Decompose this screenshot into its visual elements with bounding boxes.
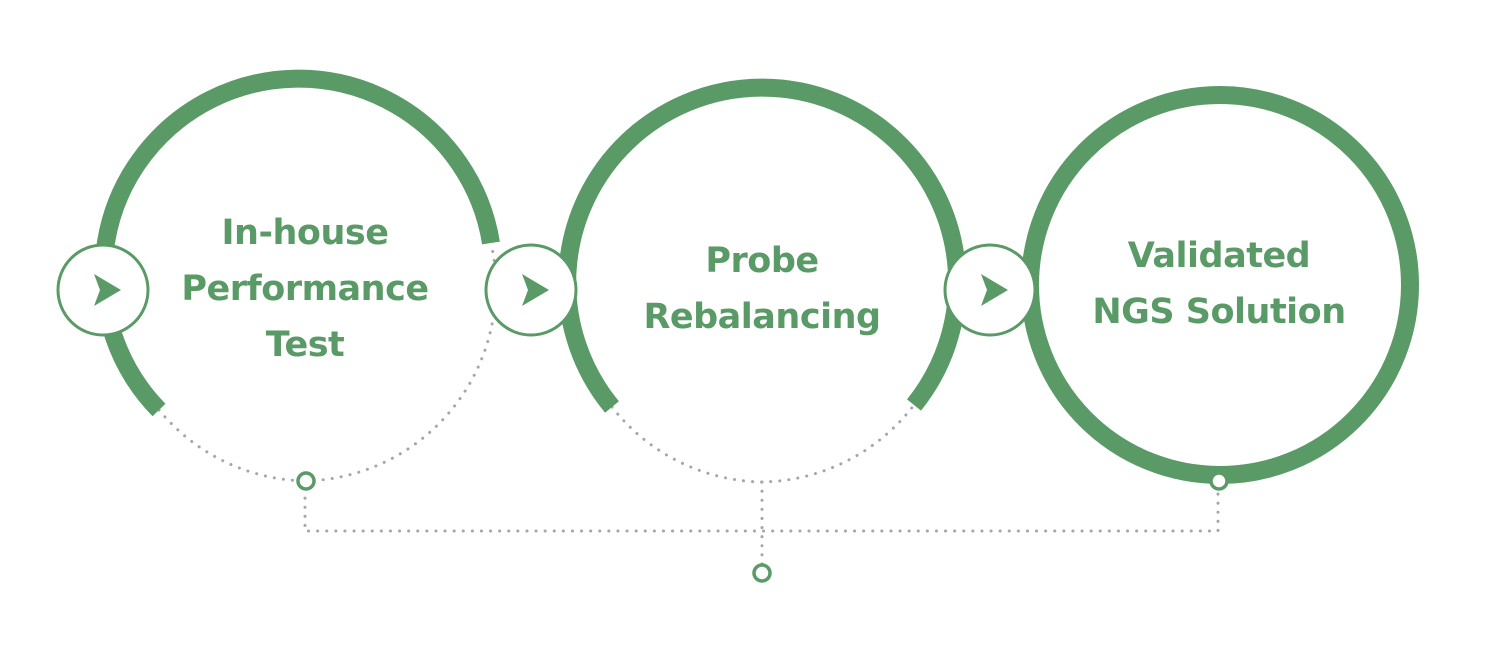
step-1-line-3: Test (265, 325, 345, 365)
badge-2 (484, 243, 578, 337)
node-bottom (752, 563, 772, 583)
step-1-line-2: Performance (181, 269, 429, 309)
step-2-line-2: Rebalancing (643, 297, 881, 337)
dotted-arc-step-2 (610, 403, 916, 484)
node-step-1 (296, 471, 316, 491)
step-1-line-1: In-house (221, 213, 389, 253)
step-2-line-1: Probe (705, 241, 819, 281)
step-2-label: Probe Rebalancing (597, 233, 927, 345)
badge-1 (56, 243, 150, 337)
step-3-line-2: NGS Solution (1092, 292, 1346, 332)
chevron-right-icon (981, 274, 1008, 306)
dotted-arc-step-1-right (303, 241, 498, 483)
node-step-3 (1209, 471, 1229, 491)
badge-3 (943, 243, 1037, 337)
dotted-arc-step-1 (157, 408, 307, 483)
step-1-label: In-house Performance Test (140, 205, 470, 373)
step-3-line-1: Validated (1127, 236, 1311, 276)
chevron-right-icon (94, 274, 121, 306)
chevron-right-icon (522, 274, 549, 306)
step-3-label: Validated NGS Solution (1054, 228, 1384, 340)
